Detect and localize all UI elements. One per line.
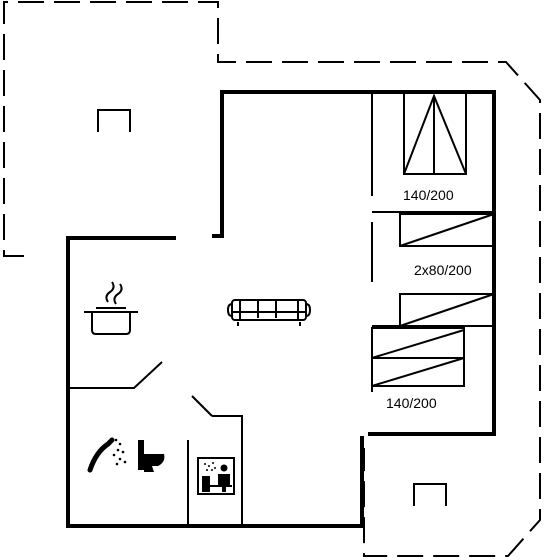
sofa-icon — [226, 299, 312, 326]
bathroom-door-swing — [191, 395, 213, 417]
terrace-outlines — [3, 1, 541, 557]
cooking-pot-icon — [84, 281, 138, 335]
terrace-icon-east — [413, 483, 447, 506]
exterior-walls — [66, 90, 496, 528]
bed-single-lower — [399, 293, 495, 327]
bed-single-upper — [399, 213, 495, 247]
bedroom-middle-label: 2x80/200 — [414, 262, 472, 278]
bedroom-top-label: 140/200 — [403, 187, 454, 203]
sauna-icon — [197, 457, 235, 495]
bed-double-bottom-diagonal-2 — [371, 357, 465, 387]
wall-north-east — [212, 90, 496, 436]
bedroom-bottom-label: 140/200 — [386, 395, 437, 411]
bathroom-partitions — [70, 361, 243, 526]
shower-icon — [87, 437, 127, 473]
terrace-top-left-outline — [3, 1, 541, 557]
toilet-icon — [138, 440, 165, 472]
bathroom-north-wall — [70, 361, 163, 389]
bed-single-upper-diagonal — [399, 213, 495, 247]
wall-north-west — [66, 236, 364, 528]
sauna-wall — [212, 415, 243, 526]
beds — [371, 91, 495, 387]
bed-double-bottom-diagonal-1 — [371, 329, 465, 359]
terrace-icon — [97, 109, 131, 132]
bed-single-lower-diagonal — [399, 293, 495, 327]
